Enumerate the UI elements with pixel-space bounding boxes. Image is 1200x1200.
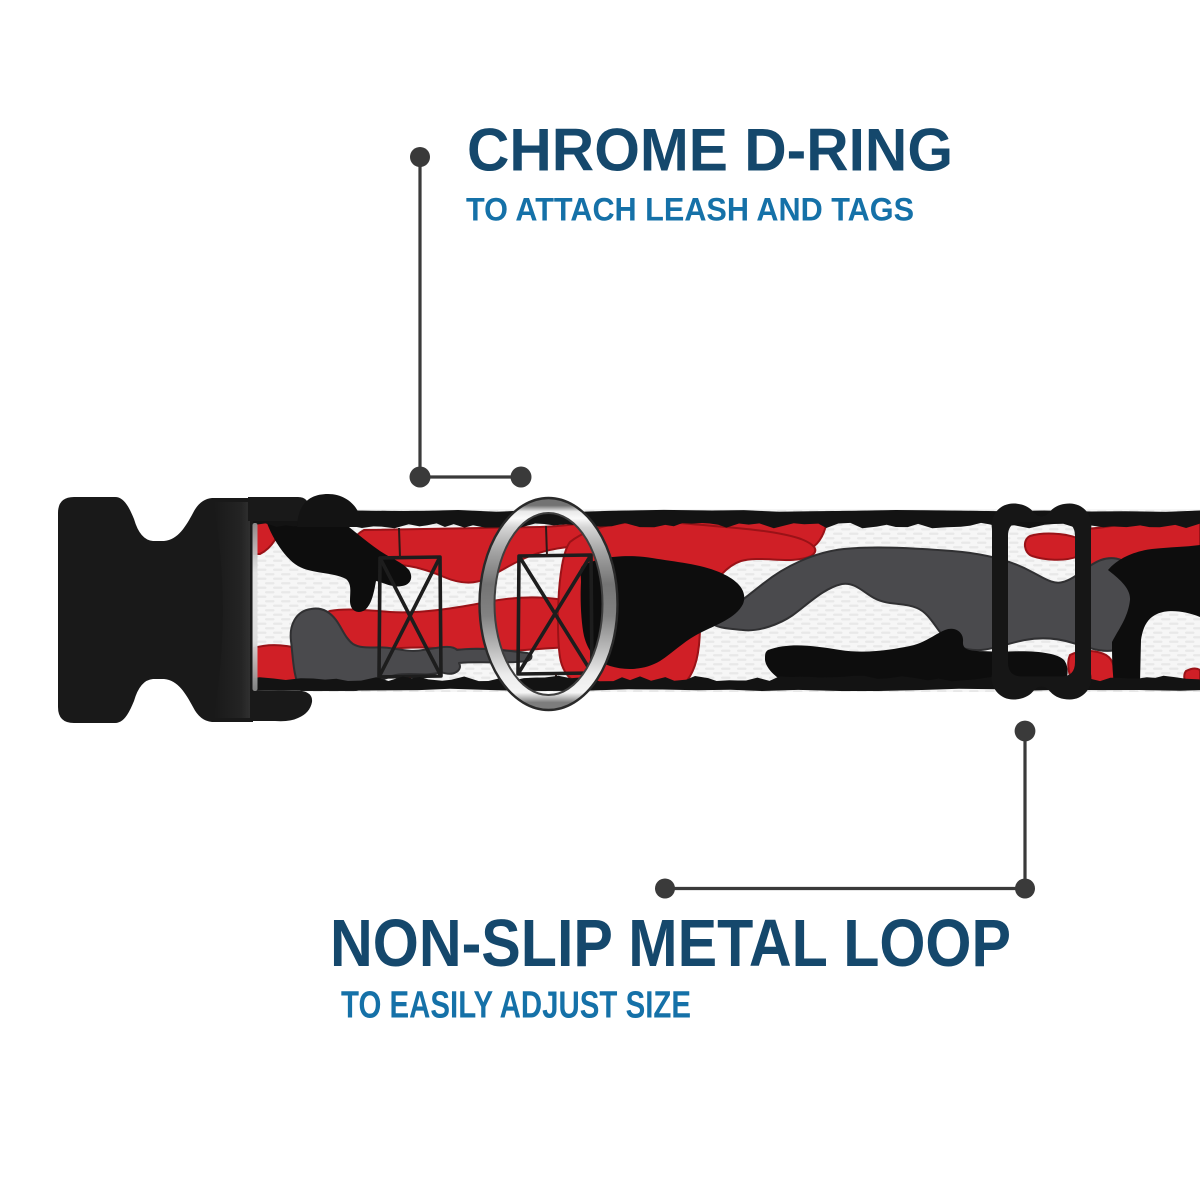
- svg-text:TO ATTACH LEASH AND TAGS: TO ATTACH LEASH AND TAGS: [466, 192, 914, 228]
- svg-text:CHROME D-RING: CHROME D-RING: [467, 117, 953, 184]
- svg-text:NON-SLIP METAL LOOP: NON-SLIP METAL LOOP: [330, 906, 1011, 981]
- svg-text:TO EASILY ADJUST SIZE: TO EASILY ADJUST SIZE: [341, 985, 691, 1027]
